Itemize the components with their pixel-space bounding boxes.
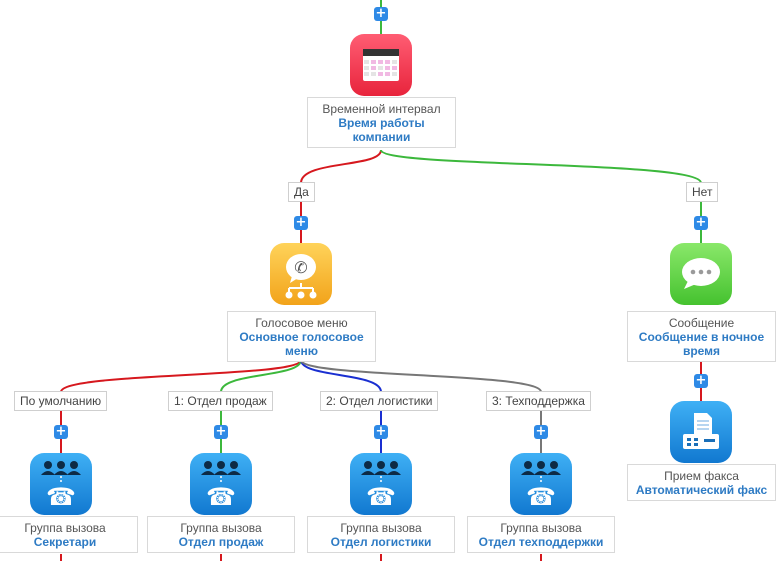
call-group-icon[interactable]: ☎ xyxy=(190,453,252,515)
add-step-button[interactable]: + xyxy=(374,6,388,21)
add-step-button[interactable]: + xyxy=(374,424,388,439)
node-type: Группа вызова xyxy=(500,521,582,535)
add-step-button[interactable]: + xyxy=(294,215,308,230)
branch-label-no: Нет xyxy=(686,182,719,202)
node-name: Автоматический факс xyxy=(635,483,768,497)
node-type: Голосовое меню xyxy=(255,316,348,330)
fax-node[interactable]: Прием факса Автоматический факс xyxy=(627,464,776,501)
node-name: Основное голосовое меню xyxy=(239,330,364,358)
call-group-node[interactable]: Группа вызова Отдел техподдержки xyxy=(467,516,615,553)
fax-icon[interactable] xyxy=(670,401,732,463)
call-group-icon[interactable]: ☎ xyxy=(350,453,412,515)
option-label: 2: Отдел логистики xyxy=(320,391,439,411)
node-type: Прием факса xyxy=(664,469,739,483)
node-type: Сообщение xyxy=(668,316,735,330)
message-node[interactable]: Сообщение Сообщение в ночное время xyxy=(627,311,776,362)
svg-text:☎: ☎ xyxy=(366,483,396,511)
svg-text:☎: ☎ xyxy=(46,483,76,511)
node-type: Временной интервал xyxy=(322,102,441,116)
option-label: 3: Техподдержка xyxy=(486,391,591,411)
add-step-button[interactable]: + xyxy=(534,424,548,439)
add-step-button[interactable]: + xyxy=(54,424,68,439)
add-step-button[interactable]: + xyxy=(694,215,708,230)
option-label: По умолчанию xyxy=(14,391,108,411)
node-name: Отдел логистики xyxy=(330,535,432,549)
call-group-icon[interactable]: ☎ xyxy=(510,453,572,515)
option-label: 1: Отдел продаж xyxy=(168,391,273,411)
node-name: Секретари xyxy=(33,535,97,549)
svg-text:☎: ☎ xyxy=(526,483,556,511)
node-type: Группа вызова xyxy=(340,521,422,535)
time-interval-node[interactable]: Временной интервал Время работы компании xyxy=(307,97,456,148)
call-group-node[interactable]: Группа вызова Отдел логистики xyxy=(307,516,455,553)
svg-text:☎: ☎ xyxy=(206,483,236,511)
branch-label-yes: Да xyxy=(288,182,315,202)
svg-text:✆: ✆ xyxy=(294,258,307,277)
call-group-icon[interactable]: ☎ xyxy=(30,453,92,515)
message-bubble-icon[interactable] xyxy=(670,243,732,305)
node-name: Время работы компании xyxy=(338,116,425,144)
node-name: Отдел продаж xyxy=(178,535,264,549)
add-step-button[interactable]: + xyxy=(694,373,708,388)
node-name: Отдел техподдержки xyxy=(478,535,604,549)
call-group-node[interactable]: Группа вызова Секретари xyxy=(0,516,138,553)
ivr-node[interactable]: Голосовое меню Основное голосовое меню xyxy=(227,311,376,362)
call-group-node[interactable]: Группа вызова Отдел продаж xyxy=(147,516,295,553)
ivr-phone-icon[interactable]: ✆ xyxy=(270,243,332,305)
node-type: Группа вызова xyxy=(180,521,262,535)
node-type: Группа вызова xyxy=(24,521,106,535)
node-name: Сообщение в ночное время xyxy=(638,330,765,358)
add-step-button[interactable]: + xyxy=(214,424,228,439)
calendar-icon[interactable] xyxy=(350,34,412,96)
